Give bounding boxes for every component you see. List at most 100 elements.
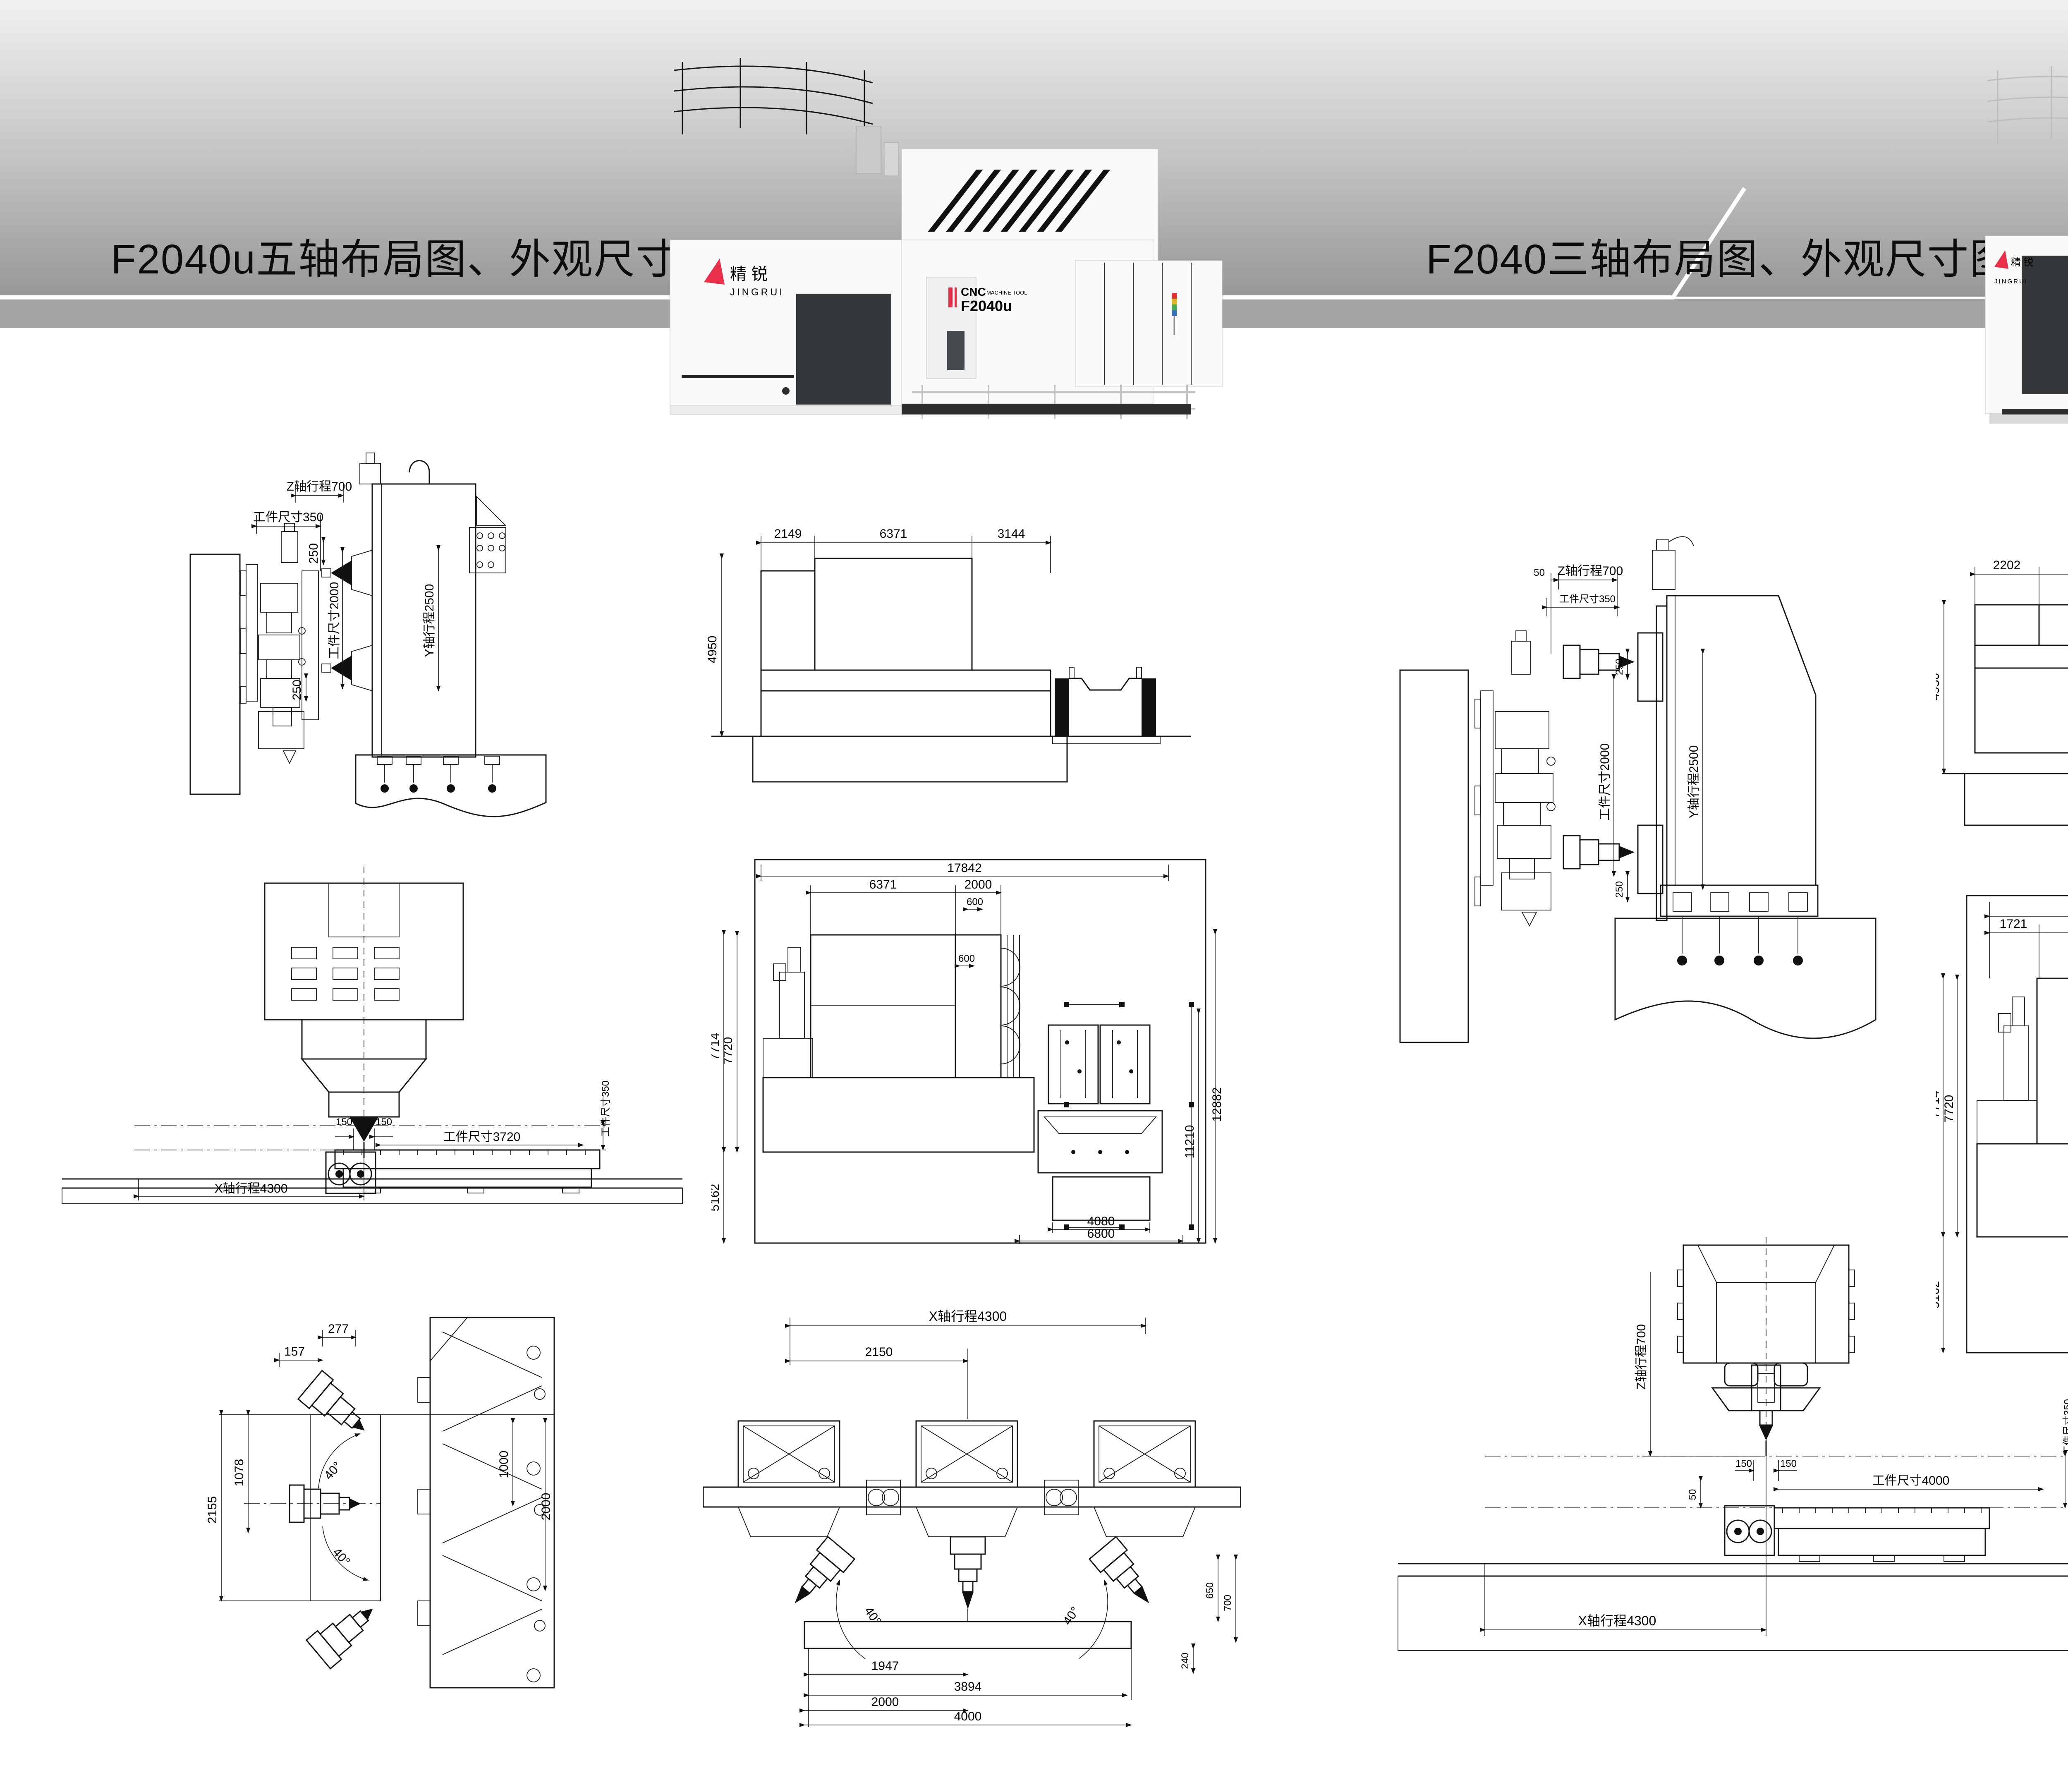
drawing-right-front-elevation: 2202 5023 4458 4950: [1936, 558, 2068, 826]
drawing-right-plan-view: 17842 1721 5077 4450: [1936, 895, 2068, 1354]
dim-label: 150: [336, 1116, 352, 1128]
drawing-right-side-view: 50 Z轴行程700 工件尺寸350 250 工件尺寸2000 Y轴行程2500…: [1399, 536, 1877, 1043]
dimensions-side: 7714 7720 5162 12882 11210 4080 6800: [711, 929, 1224, 1244]
work-table: [1724, 1505, 1990, 1562]
pallet-station: [1037, 1002, 1194, 1230]
dim-label: 7714: [1936, 1091, 1942, 1119]
exhaust-stack-small: [884, 142, 899, 176]
drawing-right-table-front: Z轴行程700 150 150 工件尺寸4000 50 工件尺寸350 X轴行程…: [1398, 1237, 2068, 1651]
dim-label: 工件尺寸2000: [328, 582, 341, 659]
dim-label: 1721: [2000, 917, 2027, 931]
brand-en: JINGRUI: [1994, 278, 2028, 285]
spindle-carriage: [264, 882, 464, 1158]
dim-label: 5162: [1936, 1281, 1942, 1309]
dim-label: 250: [290, 680, 304, 700]
dim-label: 工件尺寸4000: [1872, 1474, 1950, 1488]
dim-label: 4950: [1936, 673, 1942, 701]
dim-label: Z轴行程700: [1635, 1324, 1648, 1390]
gusset-bolt-plate: [469, 495, 507, 573]
dim-label: 7720: [721, 1037, 735, 1065]
foundation: [355, 754, 547, 817]
dimensions: Z轴行程700 工件尺寸350 250 工件尺寸2000 Y轴行程2500 25…: [251, 480, 440, 702]
fence-brackets: [1064, 1002, 1194, 1230]
machine-base-strip: [2002, 409, 2068, 414]
spindle-tip-icon: [1759, 1425, 1773, 1440]
loader-station: [1052, 667, 1161, 744]
dim-label: 2000: [871, 1695, 899, 1709]
header-divider-line: [0, 187, 1747, 299]
dim-label: 11210: [1183, 1125, 1197, 1158]
dimensions: 2149 6371 3144 4950: [706, 527, 1051, 737]
dim-label: 工件尺寸2000: [1598, 743, 1612, 821]
dim-label: 工件尺寸350: [600, 1080, 611, 1137]
dim-label: 600: [967, 896, 983, 908]
dim-label: 40°: [1060, 1605, 1082, 1628]
dim-label: 250: [307, 543, 321, 564]
left-dark-panel: [2022, 256, 2068, 394]
dim-label: 2000: [539, 1493, 553, 1521]
dim-label: 240: [1180, 1653, 1191, 1669]
machine-photo-f2040-right: 精 锐 JINGRUI 精 锐 JINGRUI CNC MACHINE TOOL…: [1985, 66, 2068, 424]
dim-label: 17842: [947, 861, 981, 875]
door-handle-icon: [782, 387, 790, 395]
spindle-head-center: [950, 1536, 986, 1622]
spindle-unit-center: [289, 1484, 361, 1523]
dim-label: 4000: [954, 1710, 982, 1723]
dim-label: 50: [1687, 1489, 1698, 1500]
dim-label: 600: [958, 953, 975, 964]
dim-label: 1078: [232, 1459, 246, 1487]
dimensions-top: X轴行程4300 2150: [785, 1309, 1146, 1419]
dim-label: 3144: [998, 527, 1025, 541]
base-shadow: [1989, 413, 2068, 424]
dim-label: Z轴行程700: [1558, 564, 1623, 578]
dim-label: 40°: [321, 1459, 344, 1483]
dimensions: 150 150 工件尺寸3720 工件尺寸350 X轴行程4300: [134, 1080, 611, 1200]
dim-label: 2202: [1993, 558, 2021, 572]
dim-label: 3894: [954, 1680, 982, 1694]
dim-label: 6371: [880, 527, 907, 541]
dim-label: Z轴行程700: [287, 480, 352, 494]
anchor-bolts: [1677, 916, 1803, 965]
dim-label: 150: [376, 1116, 392, 1128]
cnc-label: CNC: [961, 285, 986, 298]
brand-en: JINGRUI: [730, 287, 784, 298]
vent-slats-icon: [928, 170, 1111, 232]
safety-railing: [1987, 66, 2068, 145]
exhaust-stack: [856, 126, 881, 174]
dimensions: Z轴行程700 150 150 工件尺寸4000 50 工件尺寸350 X轴行程…: [1480, 1272, 2068, 1636]
fixture-truss: [417, 1317, 555, 1689]
spindle-unit-cluster: [258, 523, 306, 764]
dimensions: 50 Z轴行程700 工件尺寸350 250 工件尺寸2000 Y轴行程2500…: [1534, 564, 1705, 903]
dimensions-top: 17842 1721 5077 4450: [1984, 902, 2068, 978]
spindle-unit-top-tilted: [297, 1370, 365, 1431]
dimensions: 40° 40° 277 157 1078 2155 1000 2000: [206, 1322, 553, 1602]
dim-label: 150: [1780, 1458, 1797, 1469]
spindle-unit-cluster: [1495, 630, 1556, 927]
dim-label: X轴行程4300: [1578, 1613, 1656, 1628]
dim-label: 工件尺寸350: [2062, 1399, 2068, 1455]
jingrui-logo-icon: 精 锐 JINGRUI: [1994, 250, 2034, 285]
machine-base-strip: [902, 404, 1191, 414]
dim-label: 250: [1614, 659, 1625, 675]
dimensions: 40° 40° 650 700 240 1947 3894 2000 4000: [799, 1555, 1238, 1727]
work-table: [325, 1149, 601, 1194]
jingrui-logo-icon: 精 锐 JINGRUI: [704, 259, 784, 298]
dim-label: 工件尺寸3720: [443, 1130, 521, 1144]
drawing-left-tilt-detail: 40° 40° 277 157 1078 2155 1000 2000: [206, 1317, 555, 1689]
machine-outline: [762, 934, 1035, 1153]
pallet-cone-upper: [1563, 632, 1663, 702]
brand-cn: 精 锐: [730, 265, 768, 283]
foundation: [1614, 918, 1877, 1039]
dim-label: 12882: [1210, 1087, 1224, 1121]
spindle-carriage: [1677, 1244, 1855, 1456]
dim-label: 4950: [706, 636, 719, 664]
drawing-left-side-view: Z轴行程700 工件尺寸350 250 工件尺寸2000 Y轴行程2500 25…: [189, 453, 547, 817]
dim-label: 150: [1735, 1458, 1752, 1469]
dim-label: 工件尺寸350: [1559, 594, 1616, 605]
machine-photo-f2040u-left: 精 锐 JINGRUI CNC MACHINE TOOL F2040u: [670, 58, 1223, 419]
spindle-unit-bottom-tilted: [305, 1608, 373, 1670]
dim-label: 2150: [865, 1345, 893, 1359]
left-section-title: F2040u五轴布局图、外观尺寸图: [111, 236, 720, 283]
dim-label: 工件尺寸350: [253, 510, 323, 524]
dim-label: 700: [1222, 1595, 1233, 1611]
